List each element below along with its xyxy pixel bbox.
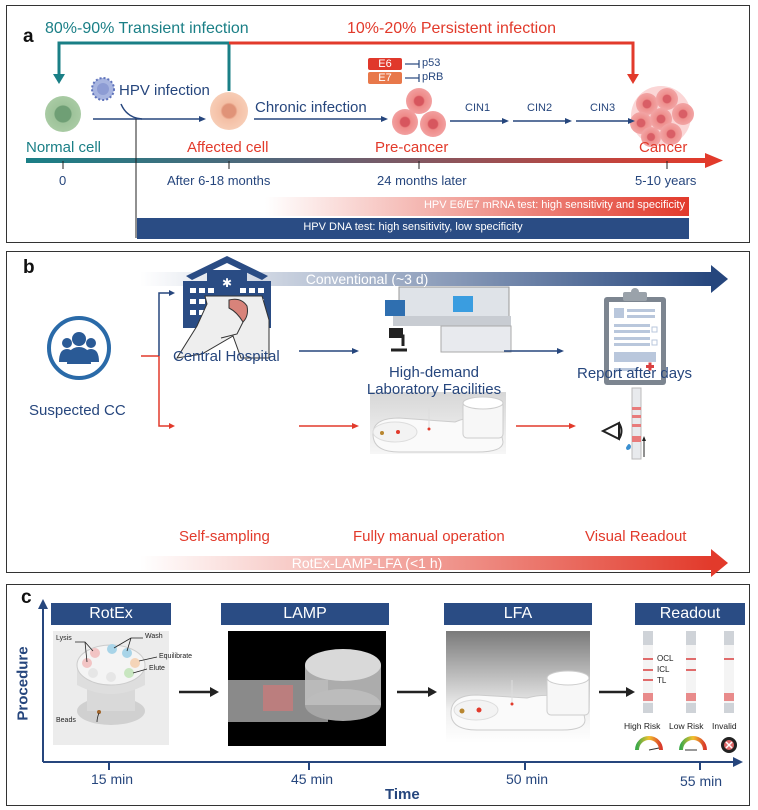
lab-facilities-line-1: High-demand: [388, 364, 480, 381]
lab-facilities-label: High-demand Laboratory Facilities: [359, 364, 509, 398]
self-sampling-label: Self-sampling: [179, 528, 270, 545]
test-strip-icon: [626, 387, 646, 460]
y-axis-label: Procedure: [14, 646, 32, 721]
rotex-label-lysis: Lysis: [56, 635, 72, 642]
visual-readout-label: Visual Readout: [585, 528, 687, 545]
laboratory-icon: [385, 286, 512, 353]
time-rotex: 15 min: [91, 771, 134, 787]
time-lamp: 45 min: [291, 771, 334, 787]
rotex-image: [53, 631, 169, 745]
p53-label: p53: [422, 57, 441, 69]
time-cancer: 5-10 years: [635, 173, 697, 188]
rotex-label-beads: Beads: [56, 717, 76, 724]
step-header-readout: Readout: [635, 603, 745, 625]
transient-label: 80%-90% Transient infection: [45, 20, 249, 37]
result-high-risk: High Risk: [624, 721, 661, 731]
device-icon: [370, 392, 506, 454]
conventional-arrow: [140, 272, 712, 286]
panel-label-b: b: [23, 257, 35, 278]
gauge-low-risk-icon: [679, 736, 707, 751]
result-invalid: Invalid: [712, 721, 737, 731]
conventional-label: Conventional (~3 d): [305, 271, 429, 287]
transient-arrowhead: [53, 74, 65, 84]
rotex-lamp-lfa-arrow: [140, 556, 712, 570]
dna-test-bar: [137, 218, 689, 239]
e6-badge: E6: [368, 58, 402, 70]
strip-label-ocl: OCL: [657, 654, 674, 663]
panel-b-graphics: ✱: [47, 256, 728, 577]
central-hospital-label: Central Hospital: [173, 348, 280, 365]
affected-cell-icon: [210, 92, 248, 130]
report-after-days-label: Report after days: [577, 365, 693, 382]
dna-test-label: HPV DNA test: high sensitivity, low spec…: [303, 221, 523, 233]
time-lfa: 50 min: [506, 771, 549, 787]
rotex-label-wash: Wash: [145, 633, 163, 640]
timeline-bar: [26, 158, 706, 163]
invalid-x-icon: [721, 737, 737, 753]
persistent-arrow: [229, 41, 635, 76]
pre-cancer-cells-icon: [392, 88, 446, 137]
step-header-lfa: LFA: [444, 603, 592, 625]
mrna-test-bar: [265, 197, 689, 216]
step-header-lamp: LAMP: [221, 603, 389, 625]
result-low-risk: Low Risk: [669, 721, 704, 731]
timeline-arrowhead: [705, 153, 723, 168]
self-sampling-icon: [175, 295, 270, 359]
panel-c: c: [6, 584, 750, 806]
panel-a-graphics: [26, 41, 723, 239]
rotex-lamp-lfa-label: RotEx-LAMP-LFA (<1 h): [291, 555, 443, 571]
gauge-high-risk-icon: [635, 736, 663, 751]
lab-facilities-line-2: Laboratory Facilities: [366, 381, 502, 398]
transient-arrow: [57, 41, 231, 91]
time-0: 0: [59, 173, 67, 188]
lamp-image: [228, 631, 386, 746]
panel-b: b: [6, 251, 750, 577]
rotex-label-equilibrate: Equilibrate: [159, 653, 193, 660]
step-header-rotex: RotEx: [51, 603, 171, 625]
prb-label: pRB: [422, 71, 444, 83]
normal-cell-icon: [45, 96, 81, 132]
stage-affected-cell: Affected cell: [187, 139, 269, 156]
time-readout: 55 min: [680, 773, 723, 789]
hpv-infection-label: HPV infection: [119, 82, 210, 99]
lfa-image: [446, 631, 590, 743]
time-pre-cancer: 24 months later: [377, 173, 467, 188]
mrna-test-label: HPV E6/E7 mRNA test: high sensitivity an…: [423, 199, 685, 211]
hpv-virus-icon: [91, 77, 115, 101]
strip-invalid: [724, 631, 734, 713]
cin2-label: CIN2: [527, 102, 553, 114]
cin3-label: CIN3: [590, 102, 616, 114]
strip-label-icl: ICL: [657, 665, 670, 674]
stage-pre-cancer: Pre-cancer: [375, 139, 449, 156]
patients-icon: [47, 316, 111, 380]
stage-normal-cell: Normal cell: [26, 139, 102, 156]
time-affected: After 6-18 months: [167, 173, 271, 188]
strip-label-tl: TL: [657, 676, 667, 685]
persistent-arrowhead: [627, 74, 639, 84]
x-axis-label: Time: [385, 786, 420, 803]
panel-label-a: a: [23, 26, 34, 47]
cancer-cells-icon: [630, 86, 694, 147]
eye-icon: [600, 421, 623, 441]
chronic-infection-label: Chronic infection: [255, 99, 367, 116]
panel-c-graphics: [38, 599, 743, 770]
persistent-label: 10%-20% Persistent infection: [347, 20, 556, 37]
fully-manual-operation-label: Fully manual operation: [353, 528, 505, 545]
report-clipboard-icon: [604, 288, 666, 385]
panel-a: a: [6, 5, 750, 243]
e7-badge: E7: [368, 72, 402, 84]
suspected-cc-label: Suspected CC: [29, 402, 126, 419]
panel-label-c: c: [21, 587, 32, 608]
svg-text:✱: ✱: [222, 276, 232, 290]
stage-cancer: Cancer: [639, 139, 688, 156]
strip-low-risk: [686, 631, 696, 713]
cin1-label: CIN1: [465, 102, 491, 114]
strip-high-risk: [643, 631, 653, 713]
rotex-label-elute: Elute: [149, 665, 165, 672]
